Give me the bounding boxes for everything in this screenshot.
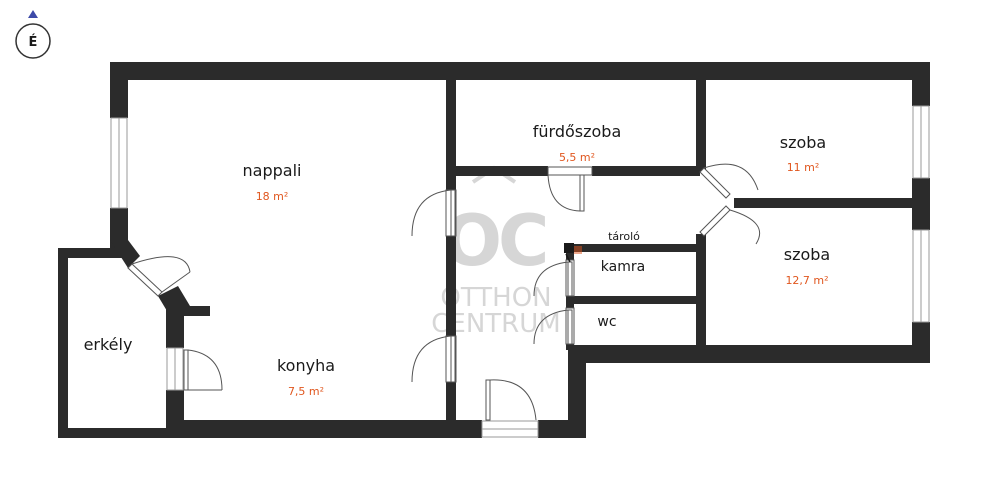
room-name-furdoszoba: fürdőszoba (533, 122, 622, 141)
room-area-konyha: 7,5 m² (288, 385, 324, 398)
door-leaf (127, 263, 163, 297)
compass-circle-icon (15, 23, 51, 59)
room-name-nappali: nappali (243, 161, 302, 180)
watermark-logo: OC (443, 200, 546, 282)
room-name-szoba-1: szoba (780, 133, 826, 152)
compass-label: É (29, 34, 38, 50)
room-name-szoba-2: szoba (784, 245, 830, 264)
room-name-kamra: kamra (601, 259, 645, 275)
walls (58, 62, 930, 438)
room-area-szoba-2: 12,7 m² (785, 274, 828, 287)
room-name-konyha: konyha (277, 356, 335, 375)
room-area-szoba-1: 11 m² (787, 161, 820, 174)
north-arrow-icon (28, 10, 38, 18)
room-area-furdoszoba: 5,5 m² (559, 151, 595, 164)
room-name-erkely: erkély (84, 335, 133, 354)
door-swing (131, 256, 191, 273)
room-name-tarolo: tároló (608, 230, 640, 243)
windows (110, 105, 930, 438)
storage-marker-icon (564, 243, 582, 263)
room-labels: nappali 18 m² konyha 7,5 m² fürdőszoba 5… (84, 122, 831, 398)
compass: É (15, 10, 51, 59)
watermark-line1: OTTHON (440, 283, 551, 313)
room-area-nappali: 18 m² (256, 190, 289, 203)
doors (127, 163, 761, 421)
room-name-wc: wc (597, 314, 616, 330)
